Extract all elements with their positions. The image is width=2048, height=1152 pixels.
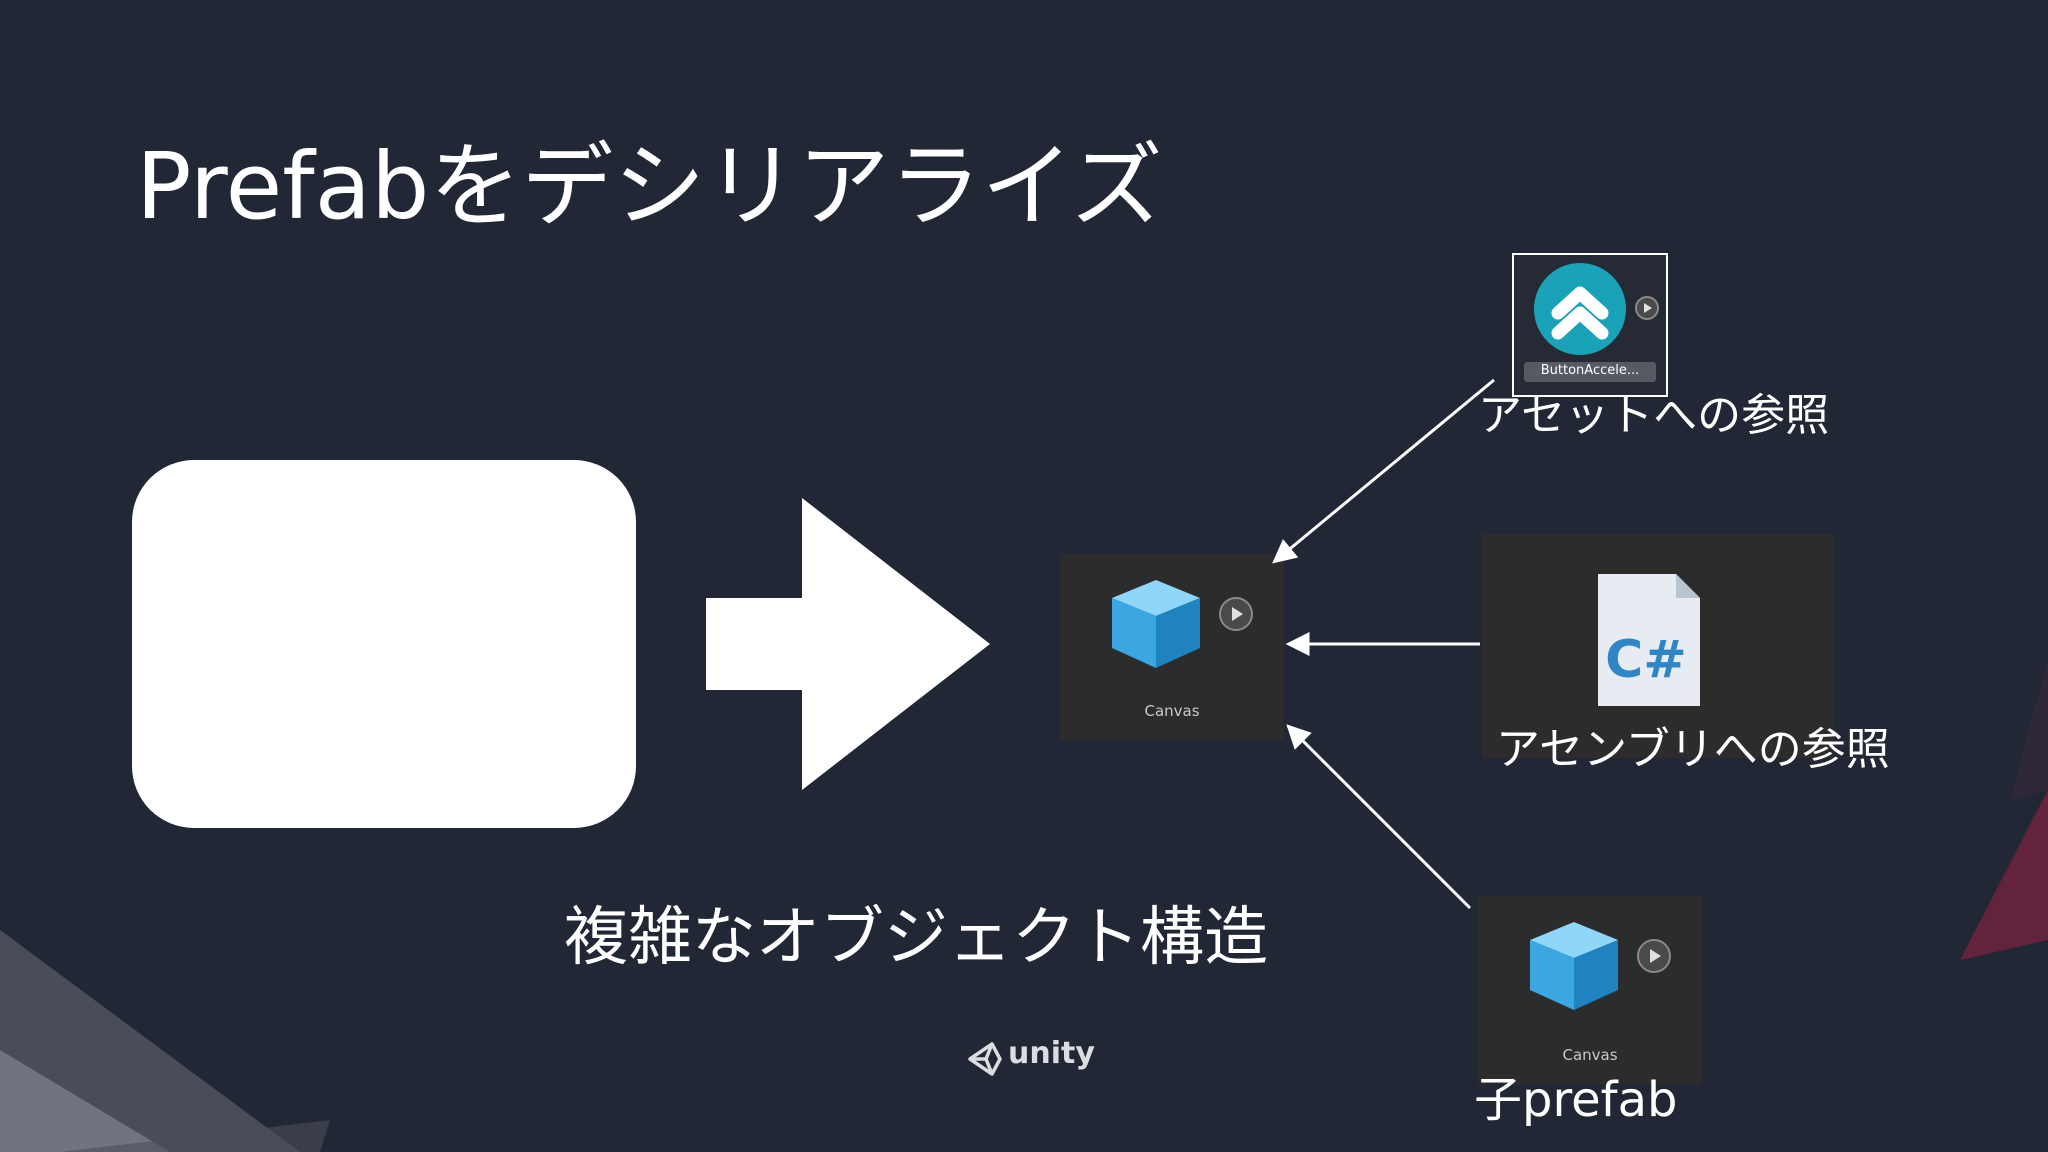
bottom-left-shard-dark (60, 1120, 330, 1152)
center-prefab-thumb: Canvas (1060, 554, 1284, 740)
assembly-ref-caption: アセンブリへの参照 (1496, 724, 1890, 775)
child-prefab-caption: 子prefab (1474, 1072, 1678, 1128)
slide-title: Prefabをデシリアライズ (136, 133, 1163, 240)
unity-logo-text: unity (1008, 1036, 1095, 1071)
svg-text:C#: C# (1605, 630, 1687, 690)
right-shard-red (1960, 790, 2048, 960)
chevron-up-badge-icon (1534, 263, 1626, 355)
child-prefab-arrow (1286, 724, 1472, 910)
assembly-ref-thumb: C# (1482, 534, 1834, 758)
asset-ref-arrow (1272, 378, 1495, 564)
asset-ref-caption: アセットへの参照 (1478, 390, 1830, 441)
cube-icon (1112, 580, 1200, 668)
unity-logo: unity (966, 1036, 1095, 1080)
prefab-label: Canvas (1144, 702, 1200, 720)
play-icon (1637, 939, 1671, 973)
right-shard-dark (2010, 660, 2048, 800)
source-data-box (132, 460, 636, 828)
prefab-label: Canvas (1562, 1046, 1618, 1064)
deserialize-arrow-icon (706, 498, 990, 790)
play-icon (1635, 296, 1659, 320)
bottom-left-shard-mid (0, 1050, 170, 1152)
asset-thumb-label: ButtonAccele... (1540, 363, 1640, 378)
asset-label-bg (1524, 362, 1656, 382)
cube-icon (1530, 922, 1618, 1010)
play-icon (1219, 597, 1253, 631)
asset-ref-thumb: ButtonAccele... (1512, 253, 1668, 397)
csharp-file-icon: C# (1598, 574, 1700, 706)
slide-caption: 複雑なオブジェクト構造 (564, 901, 1268, 975)
child-prefab-thumb: Canvas (1478, 896, 1702, 1084)
unity-logo-icon (968, 1042, 1002, 1076)
